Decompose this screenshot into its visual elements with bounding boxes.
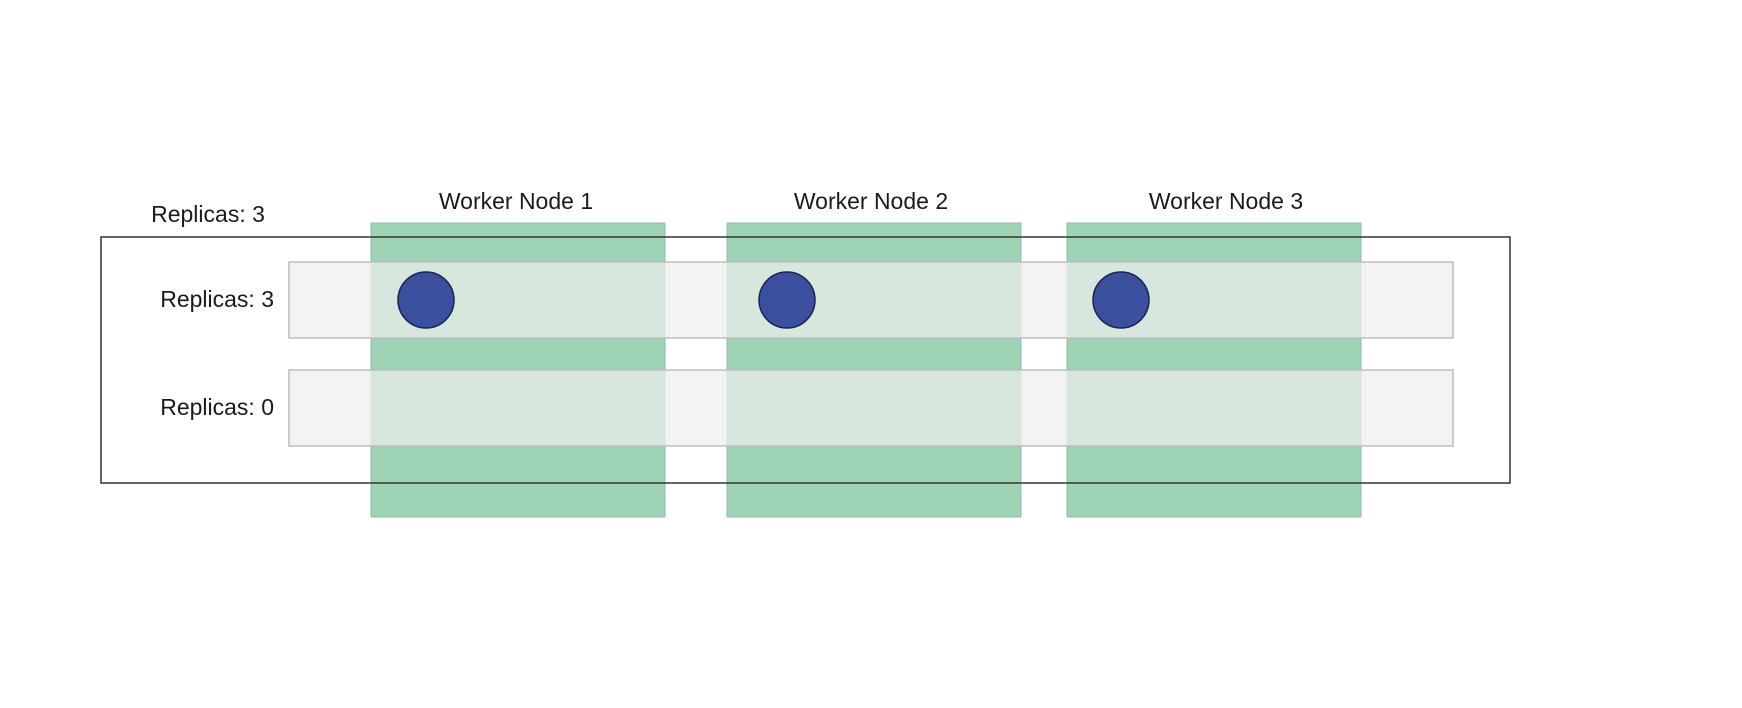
replicaset-2-bar: [288, 369, 1454, 447]
replicaset-2-label: Replicas: 0: [160, 394, 274, 420]
pod-circle: [758, 271, 816, 329]
pod-circle: [1092, 271, 1150, 329]
worker-node-3-label: Worker Node 3: [1149, 188, 1303, 214]
pods: [397, 271, 1150, 329]
replicaset-1-label: Replicas: 3: [160, 286, 274, 312]
replicaset-1-bar: [288, 261, 1454, 339]
pod-circle: [397, 271, 455, 329]
deployment-box: [100, 236, 1511, 484]
worker-node-2-label: Worker Node 2: [794, 188, 948, 214]
replica-sets: [288, 261, 1454, 447]
worker-node-1-label: Worker Node 1: [439, 188, 593, 214]
deployment-replicas-label: Replicas: 3: [151, 201, 265, 227]
